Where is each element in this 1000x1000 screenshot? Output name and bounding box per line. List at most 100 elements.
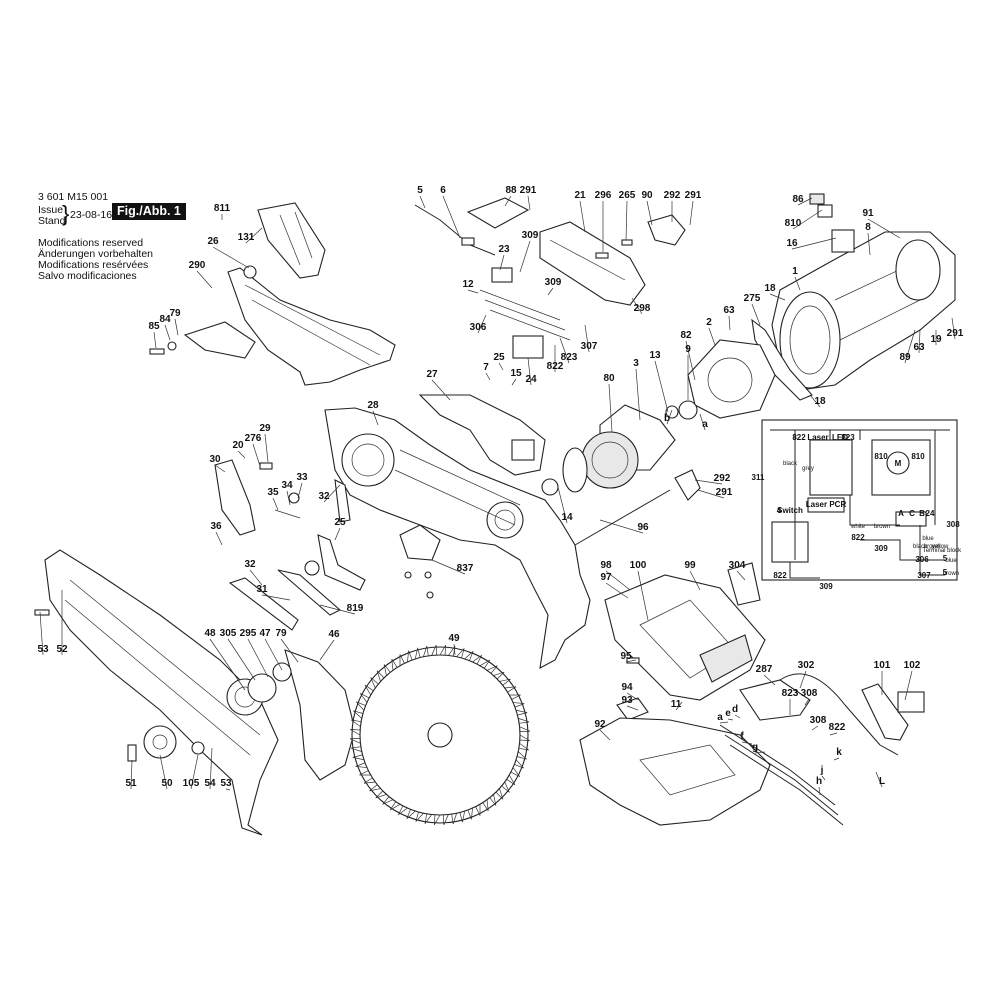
wire-color-label: brown	[924, 544, 940, 550]
leader-line	[689, 200, 694, 226]
callout-label: 53	[220, 778, 232, 789]
callout-label: 84	[159, 314, 171, 325]
callout-label: 33	[296, 472, 308, 483]
pin-32	[334, 479, 351, 523]
schematic-label: Laser PCR	[806, 500, 847, 509]
callout-label: L	[879, 776, 885, 787]
leader-line	[323, 484, 341, 503]
bearing-14	[541, 478, 559, 496]
callout-label: 6	[440, 185, 446, 196]
nut-33	[288, 492, 300, 504]
leader-line	[547, 287, 554, 296]
leader-line	[511, 378, 517, 386]
callout-label: 819	[347, 603, 364, 614]
terminal-abc	[895, 511, 927, 527]
callout-label: 308	[801, 688, 818, 699]
callout-label: 7	[483, 362, 489, 373]
leader-line	[237, 450, 246, 459]
part-number: 3 601 M15 001	[38, 191, 109, 203]
callout-label: 98	[600, 560, 612, 571]
callout-label: 54	[204, 778, 216, 789]
leader-line	[605, 582, 629, 599]
leader-line	[174, 318, 179, 336]
knob-26	[243, 265, 257, 279]
leader-line	[130, 759, 133, 790]
callout-label: 291	[520, 185, 537, 196]
modification-line: Modifications reserved	[38, 237, 144, 249]
leader-line	[599, 729, 611, 741]
leader-line	[792, 209, 823, 230]
callout-label: 82	[680, 330, 692, 341]
callout-label: 309	[522, 230, 539, 241]
modification-line: Änderungen vorbehalten	[38, 248, 154, 260]
laser-pcr-box	[807, 497, 845, 513]
plate-30	[214, 459, 256, 536]
leader-line	[635, 368, 641, 421]
callout-label: 79	[275, 628, 287, 639]
knob-50	[143, 725, 177, 759]
leader-line	[754, 751, 766, 754]
leader-line	[225, 788, 231, 791]
callout-label: 92	[594, 719, 606, 730]
guard-cover-131	[257, 202, 326, 279]
callout-label: 30	[209, 454, 221, 465]
leader-line	[829, 732, 838, 736]
leader-line	[625, 200, 628, 241]
armature-gear	[562, 447, 588, 493]
callout-label: 52	[56, 644, 68, 655]
callout-label: 86	[792, 194, 804, 205]
leader-line	[212, 246, 250, 269]
screw-51	[127, 744, 137, 762]
rod-32-lower	[228, 577, 299, 631]
leader-line	[694, 479, 723, 485]
leader-line	[286, 490, 291, 506]
callout-label: 53	[37, 644, 49, 655]
leader-line	[626, 692, 639, 701]
leader-line	[504, 195, 512, 207]
pcb-23	[491, 267, 513, 283]
callout-label: 90	[641, 190, 653, 201]
motor-symbol	[886, 451, 910, 475]
bracket-292-lower	[674, 469, 701, 501]
leader-line	[797, 197, 813, 206]
callout-label: 25	[493, 352, 505, 363]
callout-label: 31	[256, 584, 268, 595]
callout-label: 14	[561, 512, 573, 523]
schematic-label: B	[919, 509, 925, 518]
callout-label: 131	[238, 232, 255, 243]
leader-line	[159, 754, 168, 790]
leader-line	[419, 195, 426, 209]
housing-boss	[486, 501, 524, 539]
leader-line	[626, 705, 639, 711]
callout-label: d	[732, 704, 738, 715]
callout-label: 307	[581, 341, 598, 352]
callout-label: 837	[457, 563, 474, 574]
callout-label: 291	[716, 487, 733, 498]
callout-label: 51	[125, 778, 137, 789]
callout-label: 25	[334, 517, 346, 528]
callout-label: 49	[448, 633, 460, 644]
leader-lines	[39, 195, 956, 796]
callout-label: 810	[785, 218, 802, 229]
spring-35	[274, 509, 301, 519]
callout-label: 95	[620, 651, 632, 662]
callout-label: 9	[685, 344, 691, 355]
leader-line	[190, 754, 199, 790]
leader-line	[697, 489, 725, 499]
callout-label: a	[702, 419, 708, 430]
stator-2	[687, 339, 776, 419]
callout-label: 91	[862, 208, 874, 219]
screw-53	[34, 609, 50, 616]
leader-line	[675, 701, 683, 711]
callout-label: 85	[148, 321, 160, 332]
lever-31	[317, 534, 366, 591]
schematic-label: M	[895, 459, 902, 468]
callout-label: 296	[595, 190, 612, 201]
callout-label: 48	[204, 628, 216, 639]
cap-86	[809, 193, 825, 205]
callout-label: 88	[505, 185, 517, 196]
cable-6	[414, 204, 496, 256]
callout-label: 3	[633, 358, 639, 369]
